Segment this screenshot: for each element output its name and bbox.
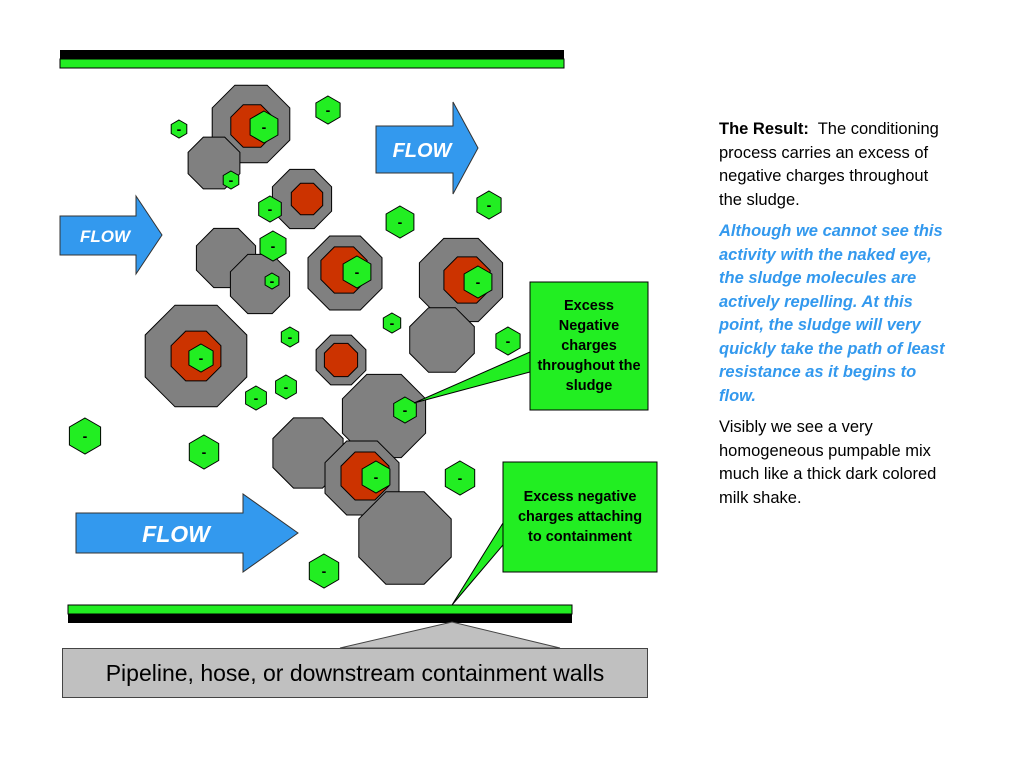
negative-charge-icon: - xyxy=(444,460,476,496)
sludge-particle xyxy=(358,491,452,585)
negative-charge-icon: - xyxy=(385,205,415,239)
negative-charge-icon: - xyxy=(188,434,220,470)
charge-hexagon xyxy=(258,195,282,223)
negative-charge-icon: - xyxy=(259,230,287,262)
charge-hexagon xyxy=(385,205,415,239)
bottom-wall xyxy=(67,604,573,623)
sludge-particles xyxy=(144,84,504,585)
negative-charge-icon: - xyxy=(342,255,372,289)
negative-charge-icon: - xyxy=(308,553,340,589)
charge-symbol: - xyxy=(390,315,395,331)
negative-charges: - - - - - - - - - - - - - - - - - - - - - - - xyxy=(68,95,521,589)
charge-symbol: - xyxy=(270,273,275,289)
negative-charge-icon: - xyxy=(68,417,102,455)
charge-symbol: - xyxy=(487,197,492,213)
negative-charge-icon: - xyxy=(245,385,267,411)
side-text-panel: The Result: The conditioning process car… xyxy=(719,118,951,518)
charge-symbol: - xyxy=(229,172,234,188)
visibly-paragraph: Visibly we see a very homogeneous pumpab… xyxy=(719,418,937,507)
negative-charge-icon: - xyxy=(264,272,280,290)
negative-charge-icon: - xyxy=(222,170,240,190)
charge-symbol: - xyxy=(177,121,182,137)
containment-walls-label: Pipeline, hose, or downstream containmen… xyxy=(62,648,648,698)
charge-symbol: - xyxy=(506,333,511,349)
charge-hexagon xyxy=(463,265,493,299)
negative-charge-icon: - xyxy=(476,190,502,220)
charge-symbol: - xyxy=(199,350,204,366)
callout-attaching-text: Excess negative charges attaching to con… xyxy=(517,489,643,545)
charge-symbol: - xyxy=(476,274,481,290)
charge-symbol: - xyxy=(254,390,259,406)
sludge-particle xyxy=(229,253,291,315)
charge-hexagon xyxy=(259,230,287,262)
charge-hexagon xyxy=(280,326,300,348)
charge-hexagon xyxy=(188,343,214,373)
negative-charge-icon: - xyxy=(495,326,521,356)
charge-symbol: - xyxy=(374,469,379,485)
charge-symbol: - xyxy=(271,238,276,254)
flow-arrow: FLOW xyxy=(75,493,299,573)
charge-hexagon xyxy=(444,460,476,496)
charge-symbol: - xyxy=(288,329,293,345)
charge-hexagon xyxy=(476,190,502,220)
charge-hexagon xyxy=(315,95,341,125)
charge-symbol: - xyxy=(202,444,207,460)
negative-charge-icon: - xyxy=(315,95,341,125)
charge-symbol: - xyxy=(262,119,267,135)
charge-symbol: - xyxy=(322,563,327,579)
charge-symbol: - xyxy=(403,402,408,418)
top-wall xyxy=(59,50,565,69)
charge-symbol: - xyxy=(458,470,463,486)
negative-charge-icon: - xyxy=(275,374,297,400)
flow-arrow: FLOW xyxy=(375,101,479,195)
charge-hexagon xyxy=(170,119,188,139)
negative-charge-icon: - xyxy=(188,343,214,373)
flow-arrow: FLOW xyxy=(59,194,163,276)
negative-charge-icon: - xyxy=(393,396,417,424)
negative-charge-icon: - xyxy=(361,460,391,494)
flow-label: FLOW xyxy=(80,227,132,246)
charge-hexagon xyxy=(222,170,240,190)
negative-charge-icon: - xyxy=(280,326,300,348)
result-paragraph: The Result: The conditioning process car… xyxy=(719,118,951,212)
negative-charge-icon: - xyxy=(258,195,282,223)
charge-hexagon xyxy=(495,326,521,356)
sludge-core xyxy=(290,182,324,216)
flow-label: FLOW xyxy=(393,140,454,162)
callout-excess-negative-text: Excess Negative charges throughout the s… xyxy=(537,298,641,394)
charge-hexagon xyxy=(393,396,417,424)
charge-symbol: - xyxy=(268,201,273,217)
charge-hexagon xyxy=(264,272,280,290)
callout-attaching xyxy=(451,461,658,606)
callout-excess-negative xyxy=(413,281,649,411)
charge-symbol: - xyxy=(398,214,403,230)
charge-hexagon xyxy=(308,553,340,589)
charge-hexagon xyxy=(342,255,372,289)
charge-symbol: - xyxy=(326,102,331,118)
charge-symbol: - xyxy=(284,379,289,395)
sludge-particle xyxy=(409,307,475,373)
charge-symbol: - xyxy=(83,428,88,444)
negative-charge-icon: - xyxy=(249,110,279,144)
charge-hexagon xyxy=(245,385,267,411)
charge-hexagon xyxy=(382,312,402,334)
charge-hexagon xyxy=(249,110,279,144)
negative-charge-icon: - xyxy=(382,312,402,334)
negative-charge-icon: - xyxy=(170,119,188,139)
charge-hexagon xyxy=(361,460,391,494)
charge-hexagon xyxy=(275,374,297,400)
flow-label: FLOW xyxy=(142,521,212,547)
sludge-core xyxy=(323,342,359,378)
result-body: The conditioning process carries an exce… xyxy=(719,120,939,209)
result-heading: The Result: xyxy=(719,120,809,138)
bottom-label-pointer xyxy=(339,621,561,649)
emphasis-paragraph: Although we cannot see this activity wit… xyxy=(719,222,945,405)
charge-symbol: - xyxy=(355,264,360,280)
charge-hexagon xyxy=(188,434,220,470)
negative-charge-icon: - xyxy=(463,265,493,299)
charge-hexagon xyxy=(68,417,102,455)
